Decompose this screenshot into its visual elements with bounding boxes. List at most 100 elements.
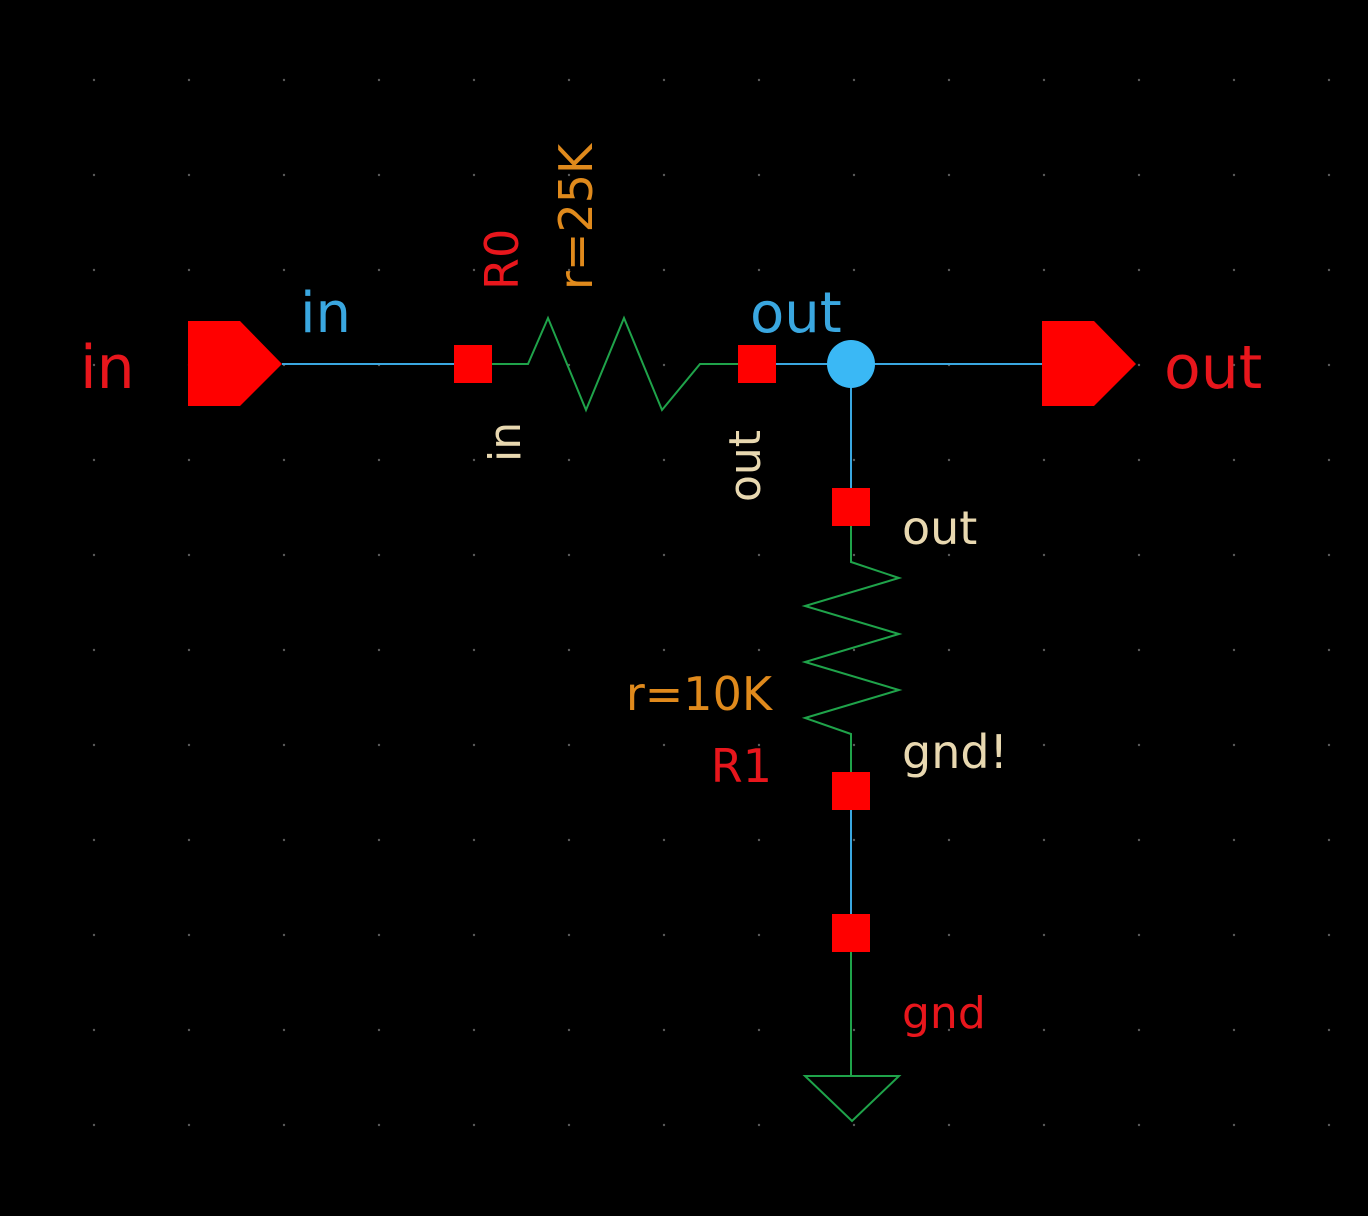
grid-dot (282, 268, 286, 272)
grid-dot (1232, 648, 1236, 652)
junction-dot-icon[interactable] (827, 340, 875, 388)
input-pin-label: in (80, 333, 135, 403)
grid-dot (377, 553, 381, 557)
grid-dot (472, 173, 476, 177)
ground-triangle-icon[interactable] (802, 952, 902, 1123)
grid-dot (1137, 268, 1141, 272)
grid-dot (567, 78, 571, 82)
grid-dot (947, 933, 951, 937)
grid-dot (662, 173, 666, 177)
grid-dot (1137, 743, 1141, 747)
grid-dot (662, 1123, 666, 1127)
grid-dot (472, 268, 476, 272)
grid-dot (1137, 648, 1141, 652)
grid-dot (567, 743, 571, 747)
grid-dot (1327, 268, 1331, 272)
resistor-r0-body[interactable] (492, 315, 738, 413)
grid-dot (567, 1123, 571, 1127)
grid-dot (92, 838, 96, 842)
grid-dot (1137, 553, 1141, 557)
grid-dot (377, 648, 381, 652)
grid-dot (567, 173, 571, 177)
grid-dot (947, 173, 951, 177)
grid-dot (947, 78, 951, 82)
r0-pin-out[interactable] (738, 345, 776, 383)
grid-dot (852, 838, 856, 842)
grid-dot (662, 648, 666, 652)
grid-dot (1327, 553, 1331, 557)
grid-dot (282, 173, 286, 177)
grid-dot (947, 838, 951, 842)
grid-dot (92, 1028, 96, 1032)
resistor-r1-body[interactable] (801, 526, 903, 772)
r1-pin-top[interactable] (832, 488, 870, 526)
grid-dot (187, 648, 191, 652)
grid-dot (1042, 1028, 1046, 1032)
grid-dot (1137, 1028, 1141, 1032)
grid-dot (852, 173, 856, 177)
grid-dot (282, 458, 286, 462)
grid-dot (1232, 743, 1236, 747)
grid-dot (1137, 173, 1141, 177)
grid-dot (1232, 173, 1236, 177)
grid-dot (1042, 1123, 1046, 1127)
grid-dot (757, 553, 761, 557)
grid-dot (757, 743, 761, 747)
grid-dot (852, 268, 856, 272)
r0-instance-name: R0 (475, 229, 529, 290)
grid-dot (852, 78, 856, 82)
input-pin-pentagon-icon[interactable] (188, 321, 282, 406)
grid-dot (852, 553, 856, 557)
r1-instance-name: R1 (711, 739, 772, 793)
r0-pin-name-out: out (720, 430, 771, 502)
grid-dot (1042, 173, 1046, 177)
grid-dot (947, 1028, 951, 1032)
grid-dot (472, 553, 476, 557)
grid-dot (1137, 933, 1141, 937)
grid-dot (1042, 268, 1046, 272)
grid-dot (1327, 743, 1331, 747)
grid-dot (1327, 363, 1331, 367)
r0-pin-in[interactable] (454, 345, 492, 383)
grid-dot (1137, 838, 1141, 842)
output-pin-pentagon-icon[interactable] (1042, 321, 1136, 406)
grid-dot (1232, 1123, 1236, 1127)
grid-dot (472, 1123, 476, 1127)
grid-dot (1042, 553, 1046, 557)
grid-dot (472, 1028, 476, 1032)
gnd-pin[interactable] (832, 914, 870, 952)
grid-dot (1232, 78, 1236, 82)
grid-dot (282, 648, 286, 652)
grid-dot (662, 458, 666, 462)
grid-dot (662, 933, 666, 937)
grid-dot (567, 553, 571, 557)
grid-dot (92, 78, 96, 82)
grid-dot (187, 173, 191, 177)
grid-dot (1137, 458, 1141, 462)
grid-dot (757, 458, 761, 462)
grid-dot (1327, 458, 1331, 462)
grid-dot (282, 743, 286, 747)
grid-dot (947, 458, 951, 462)
grid-dot (1327, 838, 1331, 842)
grid-dot (472, 648, 476, 652)
grid-dot (92, 268, 96, 272)
grid-dot (187, 1123, 191, 1127)
grid-dot (377, 838, 381, 842)
grid-dot (1042, 458, 1046, 462)
grid-dot (1042, 743, 1046, 747)
grid-dot (1327, 648, 1331, 652)
grid-dot (187, 268, 191, 272)
grid-dot (852, 743, 856, 747)
grid-dot (567, 1028, 571, 1032)
grid-dot (1327, 933, 1331, 937)
grid-dot (92, 173, 96, 177)
grid-dot (92, 553, 96, 557)
grid-dot (567, 933, 571, 937)
grid-dot (1232, 268, 1236, 272)
grid-dot (1327, 173, 1331, 177)
grid-dot (472, 78, 476, 82)
r1-pin-bottom[interactable] (832, 772, 870, 810)
